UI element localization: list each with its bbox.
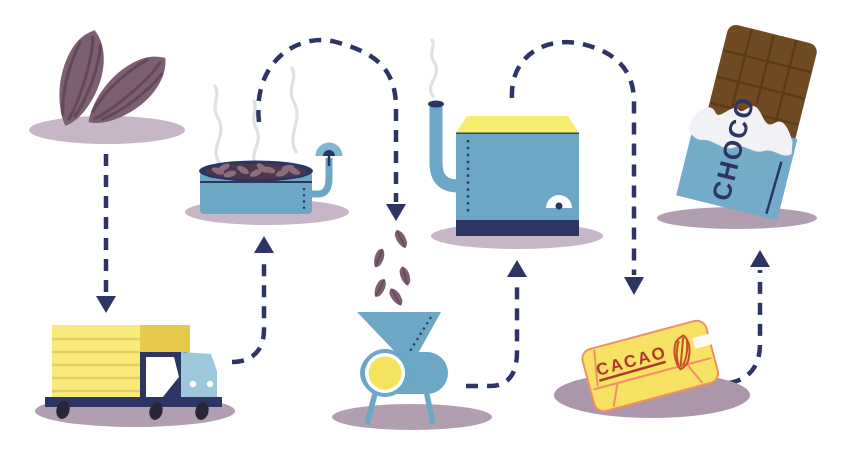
delivery-truck-icon	[35, 325, 235, 427]
falling-bean	[371, 247, 387, 269]
falling-bean	[371, 277, 389, 299]
roasting-beans	[211, 163, 301, 178]
wheel-icon	[195, 402, 209, 420]
bean	[249, 169, 263, 177]
arrowhead-up-pan	[254, 236, 274, 253]
grinder-disc-core	[368, 356, 402, 390]
grinder-shadow	[332, 404, 492, 430]
chocolate-bar-group: CHOCO	[676, 24, 817, 221]
grinder-leg-right	[423, 389, 436, 425]
steam-wisps	[213, 66, 299, 168]
pan-handle-knob-core	[323, 150, 335, 156]
machine-base	[456, 220, 579, 236]
pan-handle-pipe	[310, 158, 333, 198]
arrowhead-down-beans	[386, 204, 406, 221]
roasting-pan-icon	[185, 66, 349, 225]
bag-tag	[692, 333, 712, 349]
machine-steam-wisp	[429, 38, 438, 98]
grinder-funnel	[357, 312, 441, 357]
bean	[218, 163, 230, 172]
funnel-seam-dots	[409, 316, 432, 352]
truck-chassis	[45, 397, 222, 407]
arrowhead-up-machine	[507, 260, 527, 277]
grinder-icon	[332, 312, 492, 430]
bean	[281, 164, 295, 172]
steam-wisp	[252, 99, 260, 168]
falling-bean	[392, 228, 410, 250]
cacao-bag-body: CACAO	[581, 319, 720, 413]
arrow-bag-to-bar	[728, 270, 763, 386]
bar-foil	[688, 106, 793, 156]
falling-bean	[398, 265, 413, 287]
truck-wheels	[56, 401, 209, 420]
cacao-bag-icon: CACAO	[554, 319, 750, 418]
truck-headlight-right	[206, 380, 214, 388]
truck-cab-front	[181, 352, 217, 398]
grinder-leg-left	[364, 389, 379, 425]
arrowhead-down-bag	[624, 277, 644, 295]
machine-gauge	[546, 195, 572, 208]
bag-fold-line	[593, 356, 712, 391]
chocolate-bar-icon: CHOCO	[657, 24, 817, 229]
bean	[237, 165, 249, 175]
machine-gauge-dot	[555, 202, 563, 210]
steam-wisp	[213, 84, 223, 164]
flow-arrows	[103, 37, 763, 389]
arrow-truck-to-pan	[231, 256, 267, 365]
arrowhead-up-bar	[750, 250, 770, 267]
machine-pipe	[429, 105, 459, 193]
falling-bean	[387, 286, 405, 308]
truck-door-slash	[163, 377, 179, 397]
wrapper-edge-line	[765, 161, 783, 215]
truck-headlight-left	[189, 380, 197, 388]
machine-pipe-cap	[428, 100, 444, 108]
bag-fold-left	[612, 382, 619, 408]
arrowhead-down-truck	[96, 296, 116, 313]
wheel-icon	[149, 402, 163, 420]
bag-label-underline	[598, 360, 667, 382]
arrow-grinder-to-machine	[466, 280, 520, 389]
truck-windshield	[146, 357, 179, 397]
bag-end-fold	[593, 349, 599, 387]
arrow-pan-to-grinder	[256, 37, 399, 202]
bean	[275, 169, 289, 177]
bag-fold-right	[686, 363, 704, 384]
falling-beans-icon	[371, 228, 413, 308]
machine-lid	[456, 116, 579, 133]
flow-arrowheads	[96, 204, 770, 313]
bag-pod-outline	[673, 334, 691, 371]
melter-machine-icon	[428, 38, 603, 249]
pan-handle-knob	[315, 142, 343, 156]
cocoa-pods-icon	[29, 24, 185, 144]
bean	[223, 170, 237, 178]
bean	[256, 163, 268, 173]
truck-cargo-top-block	[140, 325, 190, 352]
steam-wisp	[289, 66, 299, 154]
wheel-icon	[56, 401, 70, 419]
